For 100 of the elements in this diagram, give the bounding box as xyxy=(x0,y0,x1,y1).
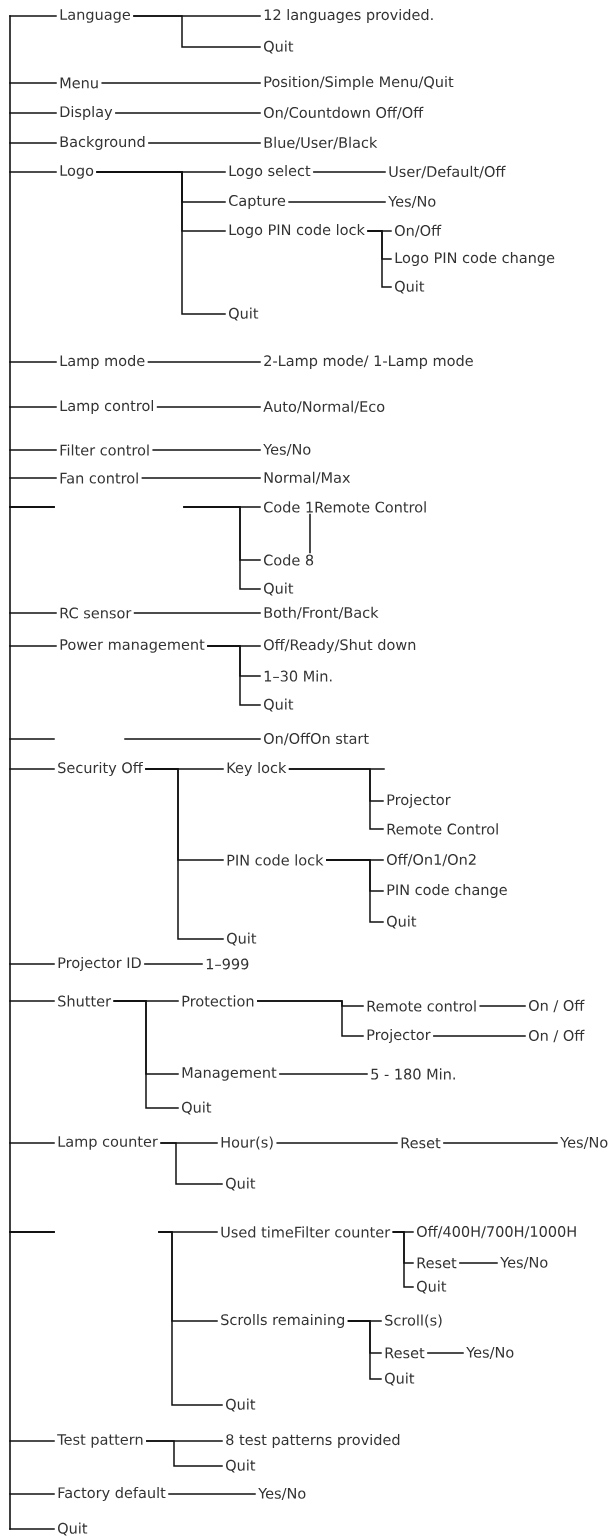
connector-line xyxy=(141,477,261,479)
menu-label: Menu xyxy=(60,77,98,89)
menu-label: Blue/User/Black xyxy=(264,136,378,150)
menu-label: Filter control xyxy=(60,444,149,456)
menu-label: Management xyxy=(182,1067,277,1081)
trunk-line xyxy=(9,15,11,1530)
connector-line xyxy=(101,82,261,84)
menu-label: Quit xyxy=(264,698,294,712)
menu-label: Background xyxy=(60,135,145,150)
connector-line xyxy=(9,449,57,451)
menu-label: Quit xyxy=(182,1101,212,1115)
connector-line xyxy=(288,768,384,830)
menu-label: Test pattern xyxy=(57,1434,143,1448)
menu-label: Off/On1/On2 xyxy=(387,853,476,867)
menu-label: Reset xyxy=(401,1137,441,1149)
connector-line xyxy=(392,1231,414,1288)
connector-line xyxy=(133,15,261,48)
menu-label: Shutter xyxy=(58,995,112,1007)
connector-line xyxy=(115,112,261,114)
connector-line xyxy=(9,1493,55,1495)
menu-label: Factory default xyxy=(58,1486,166,1501)
menu-label: Yes/No xyxy=(560,1137,608,1149)
menu-label: Yes/No xyxy=(388,196,436,208)
connector-line xyxy=(168,1493,256,1495)
menu-label: Quit xyxy=(227,932,257,946)
menu-label: Projector xyxy=(387,793,451,808)
connector-line xyxy=(9,1440,55,1442)
menu-label: Quit xyxy=(385,1372,415,1386)
connector-line xyxy=(9,1000,55,1002)
connector-line xyxy=(279,1073,368,1075)
menu-label: Remote Control xyxy=(387,823,498,835)
menu-label: PIN code change xyxy=(387,883,507,898)
menu-label: Capture xyxy=(229,195,286,209)
menu-label: Lamp mode xyxy=(60,354,145,369)
menu-label: Logo xyxy=(60,165,94,179)
menu-label: Quit xyxy=(58,1522,88,1536)
connector-line xyxy=(145,768,224,940)
connector-line xyxy=(9,1528,55,1530)
connector-line xyxy=(459,1262,498,1264)
menu-label: Used timeFilter counter xyxy=(221,1226,391,1238)
menu-label: 5 - 180 Min. xyxy=(371,1068,455,1080)
menu-label: Yes/No xyxy=(258,1488,306,1500)
connector-line xyxy=(147,361,261,363)
connector-line xyxy=(148,142,261,144)
menu-label: Code 8 xyxy=(264,554,314,566)
menu-label: Yes/No xyxy=(466,1347,514,1359)
menu-label: Quit xyxy=(395,280,425,294)
menu-label: Protection xyxy=(182,995,254,1007)
menu-label: RC sensor xyxy=(60,607,132,619)
menu-label: Power management xyxy=(60,639,205,653)
menu-label: Projector xyxy=(367,1028,431,1043)
connector-line xyxy=(156,406,261,408)
menu-label: Yes/No xyxy=(263,444,311,456)
connector-line xyxy=(288,201,386,203)
connector-line xyxy=(427,1352,464,1354)
menu-label: On/Off xyxy=(395,224,442,238)
menu-label: Logo select xyxy=(229,164,311,179)
menu-label: Quit xyxy=(229,307,259,321)
menu-label: Reset xyxy=(417,1257,457,1269)
menu-label: Both/Front/Back xyxy=(264,606,379,620)
menu-label: On/Countdown Off/Off xyxy=(264,106,424,120)
menu-label: Quit xyxy=(387,915,417,929)
menu-label: Lamp control xyxy=(60,399,153,414)
connector-line xyxy=(347,1320,382,1380)
menu-label: Language xyxy=(60,9,130,23)
menu-label: Quit xyxy=(264,582,294,596)
menu-label: Off/400H/700H/1000H xyxy=(417,1225,576,1239)
menu-label: Code 1Remote Control xyxy=(264,501,426,513)
menu-label: Auto/Normal/Eco xyxy=(263,400,385,414)
menu-label: Quit xyxy=(226,1459,256,1473)
connector-line xyxy=(9,1231,223,1406)
menu-label: Position/Simple Menu/Quit xyxy=(264,75,454,90)
menu-label: Reset xyxy=(385,1347,425,1359)
connector-line xyxy=(207,645,261,706)
menu-label: Display xyxy=(60,105,113,120)
menu-label: Hour(s) xyxy=(221,1136,273,1150)
menu-label: Lamp counter xyxy=(58,1136,158,1150)
connector-line xyxy=(433,1035,526,1037)
menu-label: Normal/Max xyxy=(264,471,351,485)
connector-line xyxy=(9,406,57,408)
connector-line xyxy=(276,1142,398,1144)
connector-line xyxy=(9,142,57,144)
connector-line xyxy=(96,171,226,315)
connector-line xyxy=(9,171,57,173)
menu-label: Projector ID xyxy=(58,956,141,971)
connector-line xyxy=(9,477,57,479)
connector-line xyxy=(313,171,386,173)
connector-line xyxy=(325,859,384,923)
menu-label: 8 test patterns provided xyxy=(226,1433,400,1448)
connector-line xyxy=(479,1005,526,1007)
connector-line xyxy=(9,612,57,614)
connector-line xyxy=(113,1000,179,1109)
menu-label: Quit xyxy=(226,1398,256,1412)
menu-label: 2-Lamp mode/ 1-Lamp mode xyxy=(264,354,473,369)
menu-label: 1–30 Min. xyxy=(264,670,332,682)
menu-label: User/Default/Off xyxy=(389,165,506,179)
menu-label: Scroll(s) xyxy=(385,1314,442,1328)
menu-label: 1–999 xyxy=(206,958,249,970)
connector-line xyxy=(9,112,57,114)
connector-line xyxy=(133,612,261,614)
